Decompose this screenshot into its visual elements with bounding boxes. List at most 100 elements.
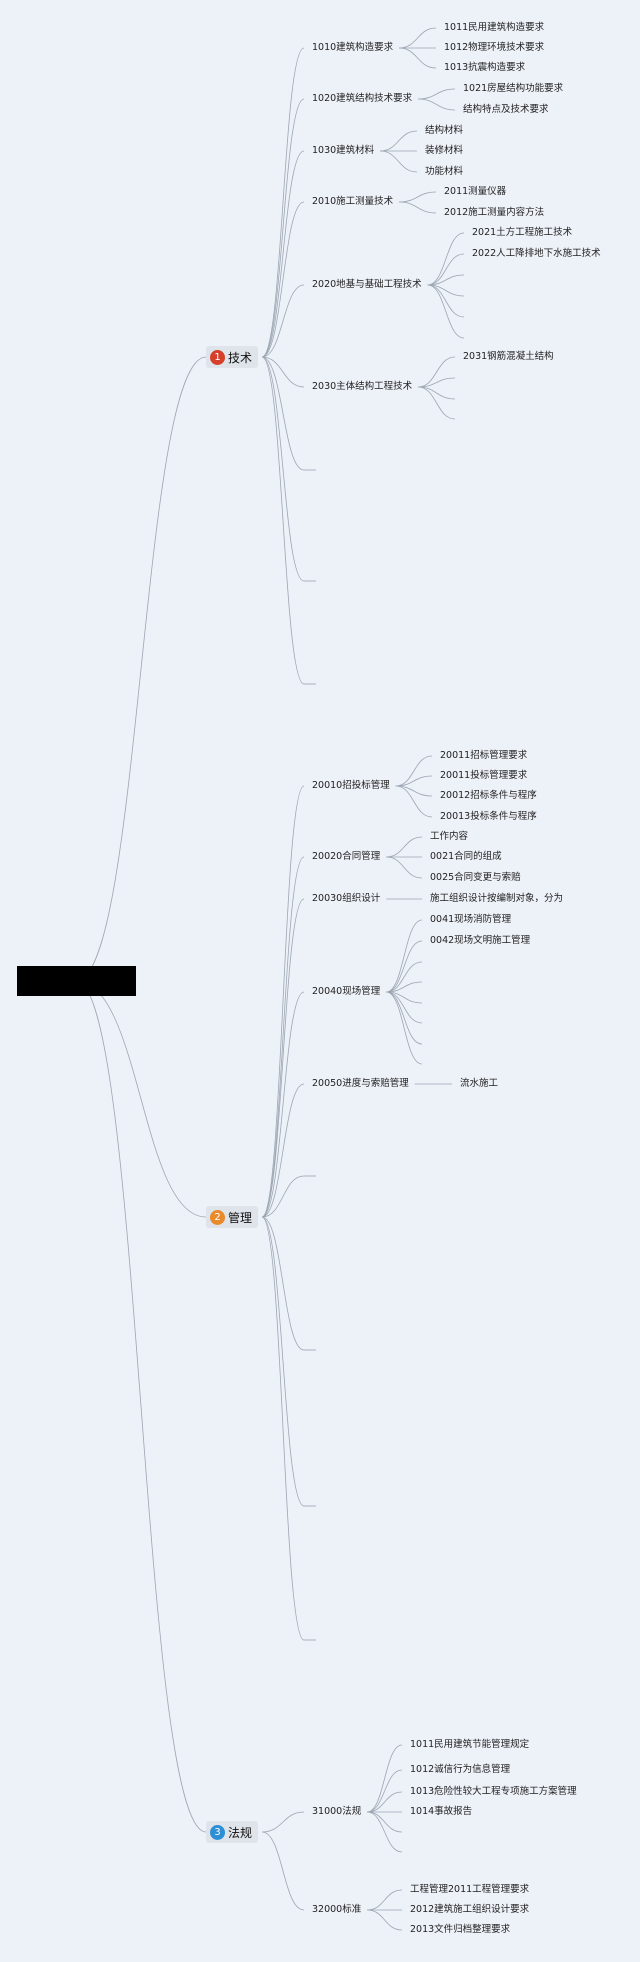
leaf-connector <box>418 386 456 400</box>
leaf-node[interactable]: 2031钢筋混凝土结构 <box>463 351 554 362</box>
branch-connector <box>261 356 305 471</box>
root-connector <box>75 356 207 982</box>
main-topic-label: 管理 <box>228 1210 253 1225</box>
leaf-node[interactable]: 1012物理环境技术要求 <box>444 42 545 53</box>
leaf-node[interactable]: 0021合同的组成 <box>430 851 502 862</box>
number-badge-icon: 3 <box>210 1824 225 1840</box>
branch-connector <box>261 98 305 358</box>
leaf-connector <box>386 940 423 993</box>
leaf-node[interactable]: 1021房屋结构功能要求 <box>463 83 564 94</box>
subtopic-node[interactable]: 20020合同管理 <box>312 851 381 862</box>
leaf-connector <box>380 130 418 152</box>
leaf-connector <box>380 150 418 173</box>
subtopic-node[interactable]: 31000法规 <box>312 1806 362 1817</box>
leaf-node[interactable]: 20012招标条件与程序 <box>440 790 537 801</box>
leaf-connector <box>427 284 465 339</box>
leaf-connector <box>427 232 465 286</box>
leaf-connector <box>367 1811 403 1853</box>
branch-connector <box>261 856 305 1218</box>
leaf-node[interactable]: 2012施工测量内容方法 <box>444 207 545 218</box>
leaf-connector <box>418 356 456 388</box>
leaf-node[interactable]: 装修材料 <box>425 145 464 156</box>
root-node[interactable] <box>17 966 136 996</box>
root-connector <box>75 980 207 1218</box>
leaf-node[interactable]: 功能材料 <box>425 166 464 177</box>
leaf-node[interactable]: 0041现场消防管理 <box>430 914 512 925</box>
branch-connector <box>261 1216 305 1507</box>
leaf-node[interactable]: 1012诚信行为信息管理 <box>410 1764 511 1775</box>
leaf-node[interactable]: 20011招标管理要求 <box>440 750 528 761</box>
subtopic-node[interactable]: 20040现场管理 <box>312 986 381 997</box>
number-badge-icon: 2 <box>210 1209 225 1225</box>
number-badge-icon: 1 <box>210 349 225 365</box>
leaf-node[interactable]: 1013抗震构造要求 <box>444 62 526 73</box>
leaf-node[interactable]: 0042现场文明施工管理 <box>430 935 531 946</box>
subtopic-node[interactable]: 2010施工测量技术 <box>312 196 394 207</box>
leaf-connector <box>418 386 456 420</box>
subtopic-node[interactable]: 1010建筑构造要求 <box>312 42 394 53</box>
leaf-node[interactable]: 施工组织设计按编制对象，分为 <box>430 893 564 904</box>
leaf-node[interactable]: 工程管理2011工程管理要求 <box>410 1884 530 1895</box>
leaf-node[interactable]: 流水施工 <box>460 1078 499 1089</box>
leaf-node[interactable]: 2022人工降排地下水施工技术 <box>472 248 601 259</box>
leaf-node[interactable]: 2013文件归档整理要求 <box>410 1924 511 1935</box>
leaf-connector <box>386 919 423 993</box>
subtopic-node[interactable]: 20050进度与索赔管理 <box>312 1078 409 1089</box>
subtopic-node[interactable]: 20030组织设计 <box>312 893 381 904</box>
leaf-connector <box>367 1769 403 1813</box>
leaf-node[interactable]: 1011民用建筑节能管理规定 <box>410 1739 530 1750</box>
leaf-connector <box>399 27 437 49</box>
branch-connector <box>261 356 305 388</box>
leaf-connector <box>395 755 433 787</box>
leaf-connector <box>386 856 423 879</box>
leaf-connector <box>399 201 437 214</box>
branch-connector <box>261 1216 305 1641</box>
leaf-node[interactable]: 2021土方工程施工技术 <box>472 227 573 238</box>
branch-connector <box>261 898 305 1218</box>
subtopic-node[interactable]: 32000标准 <box>312 1904 362 1915</box>
leaf-node[interactable]: 结构材料 <box>425 125 464 136</box>
branch-connector <box>261 356 305 685</box>
leaf-node[interactable]: 1013危险性较大工程专项施工方案管理 <box>410 1786 577 1797</box>
branch-connector <box>261 150 305 358</box>
subtopic-node[interactable]: 2030主体结构工程技术 <box>312 381 413 392</box>
leaf-node[interactable]: 工作内容 <box>430 831 469 842</box>
branch-connector <box>261 1083 305 1218</box>
root-connector <box>75 980 207 1833</box>
branch-connector <box>261 1811 305 1833</box>
leaf-connector <box>367 1811 403 1833</box>
leaf-connector <box>418 98 456 111</box>
leaf-node[interactable]: 20013投标条件与程序 <box>440 811 537 822</box>
main-topic-label: 法规 <box>228 1825 253 1840</box>
subtopic-node[interactable]: 1020建筑结构技术要求 <box>312 93 413 104</box>
leaf-node[interactable]: 1011民用建筑构造要求 <box>444 22 545 33</box>
leaf-connector <box>367 1889 403 1911</box>
subtopic-node[interactable]: 20010招投标管理 <box>312 780 390 791</box>
subtopic-node[interactable]: 1030建筑材料 <box>312 145 375 156</box>
leaf-connector <box>367 1791 403 1813</box>
leaf-connector <box>399 191 437 203</box>
branch-connector <box>261 1216 305 1351</box>
branch-connector <box>261 785 305 1218</box>
leaf-node[interactable]: 结构特点及技术要求 <box>463 104 549 115</box>
leaf-connector <box>418 377 456 388</box>
main-topic-label: 技术 <box>228 350 253 365</box>
leaf-node[interactable]: 1014事故报告 <box>410 1806 473 1817</box>
subtopic-node[interactable]: 2020地基与基础工程技术 <box>312 279 422 290</box>
branch-connector <box>261 284 305 358</box>
branch-connector <box>261 47 305 358</box>
leaf-node[interactable]: 2011测量仪器 <box>444 186 507 197</box>
leaf-node[interactable]: 0025合同变更与索赔 <box>430 872 521 883</box>
leaf-connector <box>386 981 423 993</box>
branch-connector <box>261 1831 305 1911</box>
leaf-node[interactable]: 20011投标管理要求 <box>440 770 528 781</box>
leaf-connector <box>367 1744 403 1813</box>
leaf-node[interactable]: 2012建筑施工组织设计要求 <box>410 1904 530 1915</box>
leaf-connector <box>399 47 437 69</box>
leaf-connector <box>395 785 433 818</box>
